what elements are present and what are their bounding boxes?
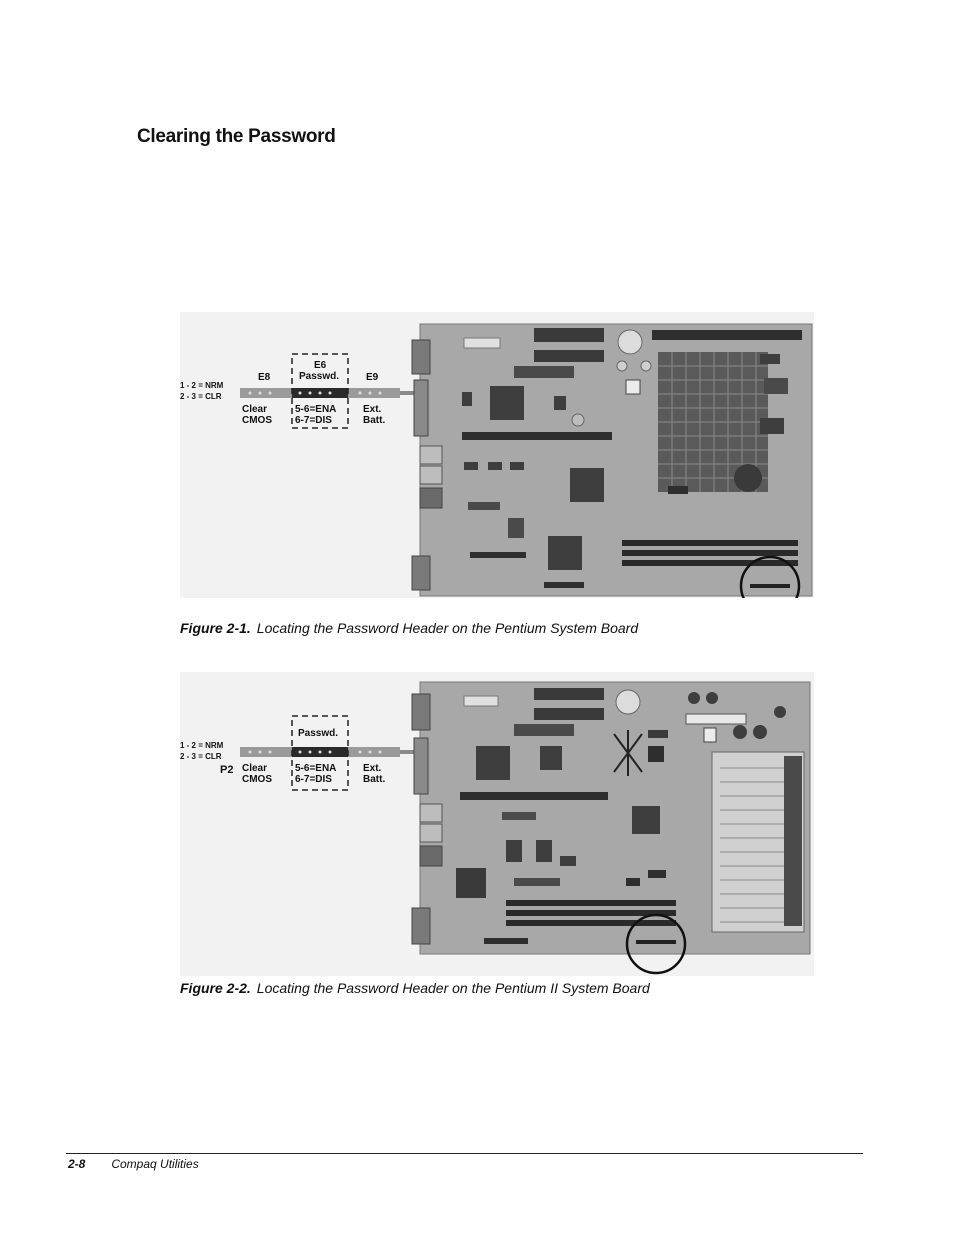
page-footer: 2-8 Compaq Utilities — [68, 1157, 199, 1171]
label-e8: E8 — [258, 372, 271, 383]
system-board — [411, 323, 813, 597]
label-ext: Ext. — [363, 763, 382, 774]
figure-caption: Figure 2-1. Locating the Password Header … — [180, 620, 638, 636]
system-board — [411, 681, 811, 955]
password-header — [750, 584, 790, 588]
label-ext: Ext. — [363, 404, 382, 415]
label-p2: P2 — [220, 764, 233, 776]
password-header-callout-circle — [739, 555, 801, 598]
password-header-callout-circle — [625, 913, 687, 975]
label-batt: Batt. — [363, 415, 385, 426]
label-cmos: CMOS — [242, 415, 272, 426]
label-passwd: Passwd. — [298, 728, 338, 739]
figure-caption-text: Locating the Password Header on the Pent… — [256, 980, 650, 996]
pentium-ii-board-diagram: 1 - 2 = NRM 2 - 3 = CLR Passwd. P2 Clear… — [180, 672, 814, 976]
footer-title: Compaq Utilities — [111, 1157, 199, 1171]
label-e6: E6 — [314, 360, 327, 371]
footer-rule — [66, 1153, 863, 1154]
label-clear: Clear — [242, 763, 267, 774]
label-e9: E9 — [366, 372, 379, 383]
legend-clr: 2 - 3 = CLR — [180, 392, 222, 401]
label-ena: 5-6=ENA — [295, 404, 336, 415]
pentium-board-diagram: 1 - 2 = NRM 2 - 3 = CLR E8 E6 Passwd. E9… — [180, 312, 814, 598]
label-ena: 5-6=ENA — [295, 763, 336, 774]
password-jumper-box — [291, 353, 349, 429]
password-header — [636, 940, 676, 944]
label-cmos: CMOS — [242, 774, 272, 785]
figure-caption: Figure 2-2. Locating the Password Header … — [180, 980, 650, 996]
label-clear: Clear — [242, 404, 267, 415]
figure-pentium-ii-system-board: 1 - 2 = NRM 2 - 3 = CLR Passwd. P2 Clear… — [180, 672, 814, 976]
label-batt: Batt. — [363, 774, 385, 785]
legend-nrm: 1 - 2 = NRM — [180, 741, 224, 750]
legend-nrm: 1 - 2 = NRM — [180, 381, 224, 390]
page-number: 2-8 — [68, 1157, 86, 1171]
legend-clr: 2 - 3 = CLR — [180, 752, 222, 761]
label-dis: 6-7=DIS — [295, 774, 332, 785]
label-passwd: Passwd. — [299, 371, 339, 382]
section-heading: Clearing the Password — [137, 126, 336, 147]
label-dis: 6-7=DIS — [295, 415, 332, 426]
figure-number: Figure 2-1. — [180, 620, 251, 636]
password-jumper-box — [291, 715, 349, 791]
figure-number: Figure 2-2. — [180, 980, 251, 996]
figure-caption-text: Locating the Password Header on the Pent… — [256, 620, 639, 636]
figure-pentium-system-board: 1 - 2 = NRM 2 - 3 = CLR E8 E6 Passwd. E9… — [180, 312, 814, 598]
